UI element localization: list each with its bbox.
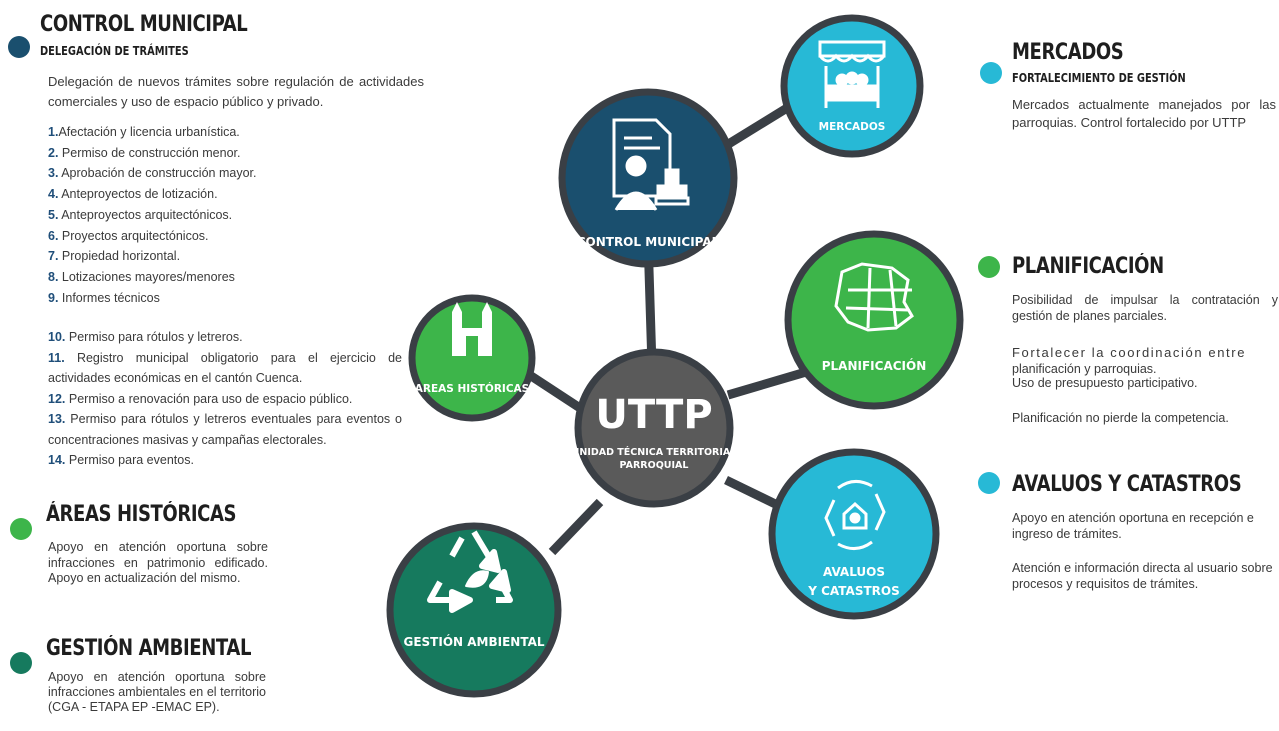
planificacion-p3: Planificación no pierde la competencia.	[1012, 411, 1229, 425]
gestion-ambiental-text: Apoyo en atención oportuna sobre infracc…	[48, 670, 266, 714]
list-item: 1.Afectación y licencia urbanística.	[48, 125, 240, 139]
gestion-ambiental-title: GESTIÓN AMBIENTAL	[46, 636, 252, 661]
control-municipal-title: CONTROL MUNICIPAL	[40, 12, 248, 37]
avaluos-title: AVALUOS Y CATASTROS	[1012, 472, 1242, 497]
node-gestion-ambiental-label: GESTIÓN AMBIENTAL	[403, 634, 544, 649]
list-item: 7. Propiedad horizontal.	[48, 249, 181, 264]
planificacion-p2c: Uso de presupuesto participativo.	[1012, 376, 1198, 390]
list-item: 11. Registro municipal obligatorio para …	[48, 350, 402, 386]
cathedral-icon	[452, 302, 492, 356]
mercados-text: Mercados actualmente manejados por las p…	[1012, 97, 1276, 130]
list-item: 9. Informes técnicos	[48, 290, 160, 305]
list-item: 10. Permiso para rótulos y letreros.	[48, 330, 243, 344]
planificacion-p2b: planificación y parroquias.	[1012, 362, 1157, 376]
node-planificacion: PLANIFICACIÓN	[784, 230, 964, 410]
mercados-subtitle: FORTALECIMIENTO DE GESTIÓN	[1012, 71, 1186, 85]
uttp-subtitle-1: UNIDAD TÉCNICA TERRITORIAL	[572, 446, 737, 458]
control-municipal-list: 1.Afectación y licencia urbanística. 2. …	[48, 122, 256, 308]
node-control-municipal: CONTROL MUNICIPAL	[558, 88, 738, 268]
list-item: 3. Aprobación de construcción mayor.	[48, 166, 257, 181]
control-municipal-subtitle: DELEGACIÓN DE TRÁMITES	[40, 44, 189, 58]
list-item: 6. Proyectos arquitectónicos.	[48, 228, 209, 243]
connector-gestion	[548, 498, 604, 556]
recycle-icon	[427, 530, 513, 613]
node-areas-historicas-label: AREAS HISTÓRICAS	[415, 382, 529, 395]
control-municipal-dot	[8, 36, 30, 58]
mercados-title: MERCADOS	[1012, 40, 1124, 65]
list-item: 13. Permiso para rótulos y letreros even…	[48, 412, 402, 447]
uttp-subtitle-2: PARROQUIAL	[620, 460, 689, 471]
node-avaluos-label-1: AVALUOS	[823, 565, 885, 579]
list-item: 2. Permiso de construcción menor.	[48, 145, 241, 160]
control-municipal-intro: Delegación de nuevos trámites sobre regu…	[48, 74, 424, 109]
gestion-ambiental-dot	[10, 652, 32, 674]
list-item: 12. Permiso a renovación para uso de esp…	[48, 391, 353, 406]
list-item: 8. Lotizaciones mayores/menores	[48, 269, 235, 284]
control-municipal-list-2: 10. Permiso para rótulos y letreros. 11.…	[48, 327, 402, 471]
uttp-title: UTTP	[595, 392, 712, 438]
planificacion-p2a: Fortalecer la coordinación entre	[1012, 345, 1247, 360]
areas-historicas-title: ÁREAS HISTÓRICAS	[46, 502, 237, 527]
node-mercados: MERCADOS	[780, 14, 924, 158]
hands-house-icon	[824, 480, 886, 550]
node-control-municipal-label: CONTROL MUNICIPAL	[577, 235, 720, 249]
node-planificacion-label: PLANIFICACIÓN	[822, 358, 927, 373]
connector-planificacion	[726, 367, 808, 400]
planificacion-dot	[978, 256, 1000, 278]
node-avaluos-catastros: AVALUOS Y CATASTROS	[768, 448, 940, 620]
node-gestion-ambiental: GESTIÓN AMBIENTAL	[386, 522, 562, 698]
avaluos-p1: Apoyo en atención oportuna en recepción …	[1012, 511, 1254, 541]
node-mercados-label: MERCADOS	[819, 121, 886, 133]
areas-historicas-dot	[10, 518, 32, 540]
avaluos-dot	[978, 472, 1000, 494]
map-icon	[834, 262, 914, 332]
list-item: 4. Anteproyectos de lotización.	[48, 187, 218, 202]
avaluos-p2: Atención e información directa al usuari…	[1012, 561, 1273, 591]
node-uttp-center: UTTP UNIDAD TÉCNICA TERRITORIAL PARROQUI…	[572, 348, 737, 508]
node-areas-historicas: AREAS HISTÓRICAS	[408, 294, 536, 422]
list-item: 14. Permiso para eventos.	[48, 453, 194, 467]
list-item: 5. Anteproyectos arquitectónicos.	[48, 207, 233, 222]
document-stamp-icon	[612, 118, 690, 211]
market-stall-icon	[818, 40, 886, 108]
areas-historicas-text: Apoyo en atención oportuna sobre infracc…	[48, 540, 268, 585]
planificacion-p1: Posibilidad de impulsar la contratación …	[1012, 293, 1278, 323]
planificacion-title: PLANIFICACIÓN	[1012, 254, 1164, 279]
mercados-dot	[980, 62, 1002, 84]
node-avaluos-label-2: Y CATASTROS	[807, 584, 899, 598]
